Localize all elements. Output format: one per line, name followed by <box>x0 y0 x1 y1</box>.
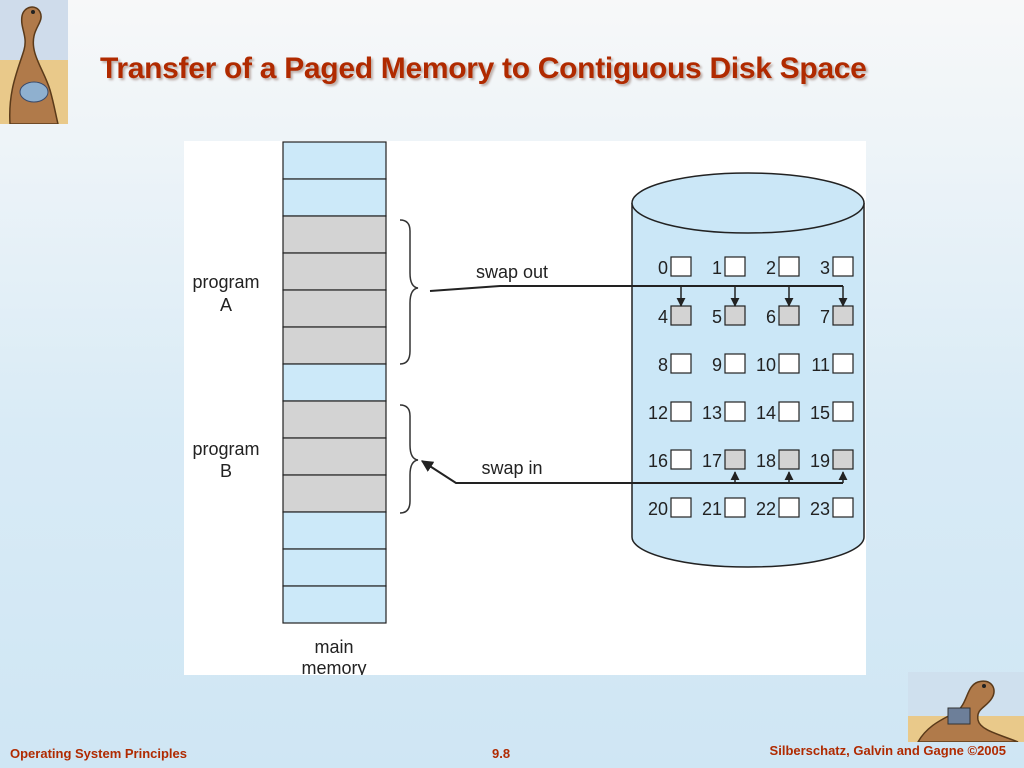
disk-block-free <box>832 353 854 374</box>
disk-block-number: 12 <box>648 403 668 423</box>
disk-block-number: 1 <box>712 258 722 278</box>
memory-frame-program-a <box>282 289 387 328</box>
disk-block-free <box>724 401 746 422</box>
disk-block-number: 14 <box>756 403 776 423</box>
disk-block-number: 19 <box>810 451 830 471</box>
memory-frame-program-b <box>282 437 387 476</box>
program-a-label-line1: program <box>192 272 259 292</box>
disk-block-number: 16 <box>648 451 668 471</box>
disk-block-number: 15 <box>810 403 830 423</box>
disk-block-number: 6 <box>766 307 776 327</box>
slide-title: Transfer of a Paged Memory to Contiguous… <box>100 52 867 85</box>
disk-block-free <box>724 256 746 277</box>
disk-block-used <box>832 449 854 470</box>
memory-frame-free <box>282 585 387 624</box>
swap-out-label: swap out <box>476 262 548 282</box>
disk-block-free <box>670 401 692 422</box>
disk-block-free <box>832 401 854 422</box>
disk-block-used <box>670 305 692 326</box>
disk-block-free <box>832 497 854 518</box>
disk-block-number: 11 <box>811 355 830 375</box>
disk-block-number: 23 <box>810 499 830 519</box>
memory-frame-program-a <box>282 326 387 365</box>
program-b-label-line2: B <box>220 461 232 481</box>
disk-block-number: 17 <box>702 451 722 471</box>
disk-block-number: 9 <box>712 355 722 375</box>
disk-block-number: 20 <box>648 499 668 519</box>
program-b-brace <box>399 404 419 514</box>
memory-frame-free <box>282 511 387 550</box>
disk-block-used <box>724 305 746 326</box>
memory-frame-free <box>282 548 387 587</box>
memory-frame-free <box>282 363 387 402</box>
disk-block-number: 10 <box>756 355 776 375</box>
swap-out-arrows <box>429 285 848 307</box>
disk-block-number: 22 <box>756 499 776 519</box>
disk-block-used <box>832 305 854 326</box>
disk-block-number: 2 <box>766 258 776 278</box>
disk-block-free <box>670 449 692 470</box>
disk-block-free <box>778 401 800 422</box>
memory-frame-program-b <box>282 474 387 513</box>
swap-in-arrows <box>420 460 848 484</box>
program-a-label-line2: A <box>220 295 232 315</box>
disk-block-used <box>778 305 800 326</box>
disk-block-used <box>778 449 800 470</box>
dinosaur-logo-bottom <box>908 672 1024 743</box>
disk-block-free <box>778 256 800 277</box>
disk-block-number: 4 <box>658 307 668 327</box>
main-memory-column <box>282 141 387 624</box>
disk-cylinder <box>631 172 865 568</box>
disk-block-number: 13 <box>702 403 722 423</box>
disk-block-number: 18 <box>756 451 776 471</box>
disk-block-number: 0 <box>658 258 668 278</box>
main-memory-label-line2: memory <box>301 658 366 675</box>
disk-block-number: 3 <box>820 258 830 278</box>
footer-slide-number: 9.8 <box>492 746 511 761</box>
disk-block-number: 8 <box>658 355 668 375</box>
footer-course-title: Operating System Principles <box>10 746 188 761</box>
disk-block-free <box>670 353 692 374</box>
memory-frame-free <box>282 178 387 217</box>
disk-block-number: 7 <box>820 307 830 327</box>
memory-frame-program-a <box>282 252 387 291</box>
disk-block-free <box>670 256 692 277</box>
main-memory-label-line1: main <box>314 637 353 657</box>
disk-block-free <box>670 497 692 518</box>
footer-copyright: Silberschatz, Galvin and Gagne ©2005 <box>769 743 1006 758</box>
disk-block-used <box>724 449 746 470</box>
disk-block-free <box>832 256 854 277</box>
dinosaur-logo-top <box>0 0 68 125</box>
swap-in-label: swap in <box>481 458 542 478</box>
disk-block-number: 5 <box>712 307 722 327</box>
disk-block-number: 21 <box>702 499 722 519</box>
memory-frame-program-b <box>282 400 387 439</box>
disk-block-free <box>778 497 800 518</box>
memory-frame-free <box>282 141 387 180</box>
program-b-label-line1: program <box>192 439 259 459</box>
memory-frame-program-a <box>282 215 387 254</box>
disk-block-free <box>778 353 800 374</box>
disk-block-free <box>724 497 746 518</box>
disk-block-free <box>724 353 746 374</box>
program-a-brace <box>399 219 419 365</box>
